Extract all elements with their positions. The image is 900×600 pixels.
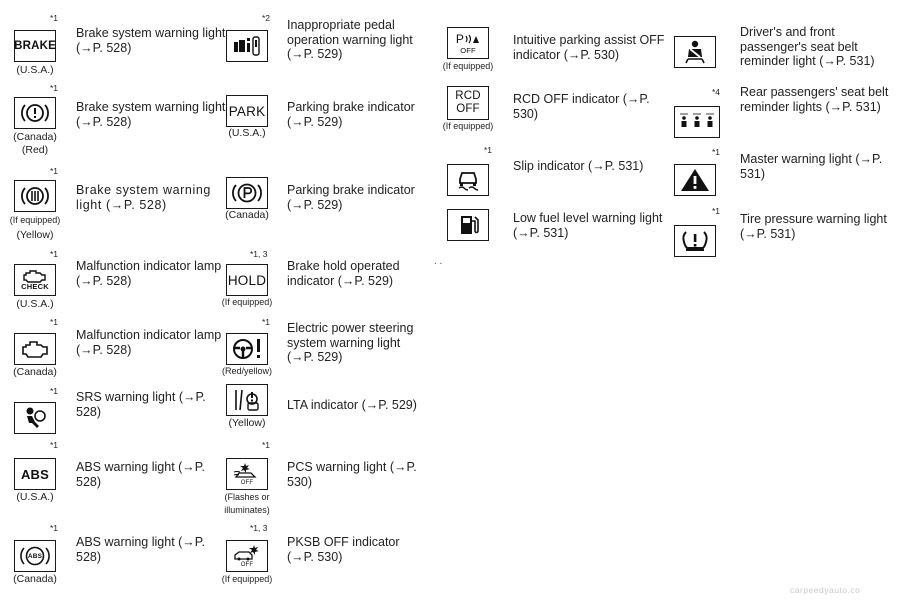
- region-note: (If equipped): [221, 297, 273, 307]
- region-note: (Canada): [13, 573, 57, 585]
- indicator-description: Brake system warning light (→P. 528): [76, 183, 211, 212]
- footnote-mark: *1: [50, 249, 59, 259]
- park-text-icon: PARK: [226, 95, 268, 127]
- region-note: (U.S.A.): [16, 64, 54, 76]
- indicator-description: Master warning light (→P. 531): [740, 152, 883, 181]
- indicator-description: Brake hold operated indicator (→P. 529): [287, 259, 400, 288]
- color-note: (Red/yellow): [221, 366, 272, 376]
- pksb-car-icon: OFF: [226, 540, 268, 572]
- engine-icon: [14, 333, 56, 365]
- indicator-description: Intuitive parking assist OFF indicator (…: [513, 33, 665, 62]
- indicator-description: Malfunction indicator lamp (→P. 528): [76, 328, 222, 357]
- footnote-mark: *1: [50, 83, 59, 93]
- region-note: (U.S.A.): [228, 127, 266, 139]
- indicator-description: LTA indicator (→P. 529): [287, 398, 417, 412]
- region-note: (If equipped): [221, 574, 273, 584]
- indicator-description: Driver's and front passenger's seat belt…: [740, 25, 875, 68]
- indicator-description: Brake system warning light (→P. 528): [76, 100, 226, 129]
- hold-text-icon: HOLD: [226, 264, 268, 296]
- region-note: (If equipped): [442, 61, 494, 71]
- footnote-mark: *1: [50, 13, 59, 23]
- footnote-mark: *1: [712, 206, 721, 216]
- footnote-mark: *1, 3: [250, 523, 268, 533]
- footnote-mark: *1, 3: [250, 249, 268, 259]
- indicator-description: ABS warning light (→P. 528): [76, 460, 205, 489]
- lane-trace-icon: [226, 384, 268, 416]
- warning-triangle-icon: [674, 164, 716, 196]
- watermark: carpeedyauto.co: [790, 585, 861, 595]
- footnote-mark: *1: [50, 386, 59, 396]
- indicator-description: Low fuel level warning light (→P. 531): [513, 211, 663, 240]
- sonar-waves-icon: [465, 34, 480, 43]
- footnote-mark: *1: [262, 317, 271, 327]
- indicator-description: Slip indicator (→P. 531): [513, 159, 644, 173]
- steering-warning-icon: [226, 333, 268, 365]
- indicator-description: Brake system warning light (→P. 528): [76, 26, 226, 55]
- parking-assist-icon: P OFF: [447, 27, 489, 59]
- indicator-description: Inappropriate pedal operation warning li…: [287, 18, 413, 61]
- brake-text-icon: BRAKE: [14, 30, 56, 62]
- brake-disc-icon: [14, 180, 56, 212]
- region-note: (If equipped): [9, 215, 61, 225]
- brake-circle-icon: [14, 97, 56, 129]
- indicator-description: PCS warning light (→P. 530): [287, 460, 417, 489]
- parking-brake-circle-icon: [226, 177, 268, 209]
- check-engine-icon: CHECK: [14, 264, 56, 296]
- region-note: (Canada): [13, 366, 57, 378]
- region-note: (Canada) (Red): [13, 131, 57, 156]
- abs-circle-icon: ABS: [14, 540, 56, 572]
- rcd-text-icon: RCD OFF: [447, 86, 489, 120]
- footnote-mark: *2: [262, 13, 271, 23]
- footnote-mark: *1: [262, 440, 271, 450]
- region-note: (U.S.A.): [16, 491, 54, 503]
- region-note: (If equipped): [442, 121, 494, 131]
- ellipsis: . .: [434, 256, 443, 267]
- slip-car-icon: [447, 164, 489, 196]
- indicator-description: RCD OFF indicator (→P. 530): [513, 92, 650, 121]
- rear-seatbelt-icon: [674, 106, 720, 138]
- seatbelt-icon: [674, 36, 716, 68]
- status-note: (Flashes or illuminates): [224, 492, 270, 515]
- region-note: (U.S.A.): [16, 298, 54, 310]
- footnote-mark: *1: [50, 523, 59, 533]
- indicator-description: SRS warning light (→P. 528): [76, 390, 206, 419]
- pedal-warning-icon: [226, 30, 268, 62]
- indicator-description: Electric power steering system warning l…: [287, 321, 414, 364]
- pcs-car-icon: OFF: [226, 458, 268, 490]
- indicator-description: Malfunction indicator lamp (→P. 528): [76, 259, 222, 288]
- color-note: (Yellow): [228, 417, 266, 429]
- indicator-description: ABS warning light (→P. 528): [76, 535, 205, 564]
- footnote-mark: *1: [50, 317, 59, 327]
- footnote-mark: *1: [712, 147, 721, 157]
- color-note: (Yellow): [16, 229, 54, 241]
- fuel-pump-icon: [447, 209, 489, 241]
- airbag-icon: [14, 402, 56, 434]
- indicator-description: PKSB OFF indicator (→P. 530): [287, 535, 400, 564]
- indicator-description: Tire pressure warning light (→P. 531): [740, 212, 887, 241]
- footnote-mark: *1: [50, 440, 59, 450]
- footnote-mark: *1: [50, 166, 59, 176]
- indicator-description: Rear passengers' seat belt reminder ligh…: [740, 85, 889, 114]
- footnote-mark: *1: [484, 145, 493, 155]
- footnote-mark: *4: [712, 87, 721, 97]
- abs-text-icon: ABS: [14, 458, 56, 490]
- region-note: (Canada): [225, 209, 269, 221]
- indicator-description: Parking brake indicator (→P. 529): [287, 100, 415, 129]
- tire-pressure-icon: [674, 225, 716, 257]
- indicator-description: Parking brake indicator (→P. 529): [287, 183, 415, 212]
